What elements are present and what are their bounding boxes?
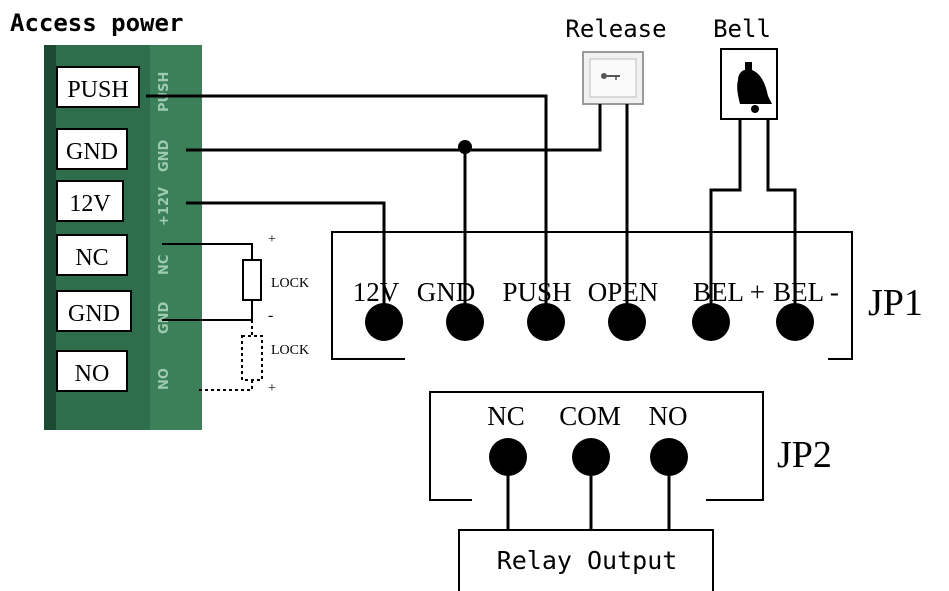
terminal-label: GND [68, 301, 120, 327]
silk-label: +12V [157, 187, 172, 226]
terminal-nc: NC [56, 234, 128, 276]
jp1-pin-label: OPEN [588, 277, 659, 307]
lock-plus: + [268, 232, 276, 247]
terminal-labels: PUSH GND 12V NC GND NO [56, 66, 140, 392]
jp1-connector: 12V GND PUSH OPEN BEL + BEL - JP1 [331, 231, 923, 360]
jp1-pin [776, 303, 814, 341]
terminal-label: NO [75, 361, 110, 387]
terminal-12v: 12V [56, 180, 124, 222]
relay-output: Relay Output [458, 529, 714, 591]
jp2-pin [650, 438, 688, 476]
terminal-no: NO [56, 350, 128, 392]
release-label: Release [565, 15, 666, 43]
silk-label: GND [157, 301, 172, 334]
jp1-pin [608, 303, 646, 341]
jp1-pin-label: BEL - [773, 277, 839, 307]
bell-icon [737, 62, 772, 113]
jp2-pin [489, 438, 527, 476]
silk-label: NO [157, 368, 172, 390]
lock-label-bottom: LOCK [271, 343, 309, 358]
jp1-pin-label: PUSH [502, 277, 571, 307]
jp1-pin-labels: 12V GND PUSH OPEN BEL + BEL - [353, 277, 839, 307]
silk-label: NC [157, 255, 172, 275]
lock-wiring: LOCK LOCK + - + [162, 232, 309, 396]
access-power-panel: PUSH GND 12V NC GND NO [44, 45, 202, 430]
jp2-pin-label: NC [487, 401, 525, 431]
jp1-pin-label: GND [417, 277, 476, 307]
jp2-pin-label: COM [559, 401, 621, 431]
jp1-pin-label: 12V [353, 277, 400, 307]
relay-label: Relay Output [497, 546, 678, 575]
lock-optional-symbol [241, 335, 263, 381]
terminal-label: PUSH [67, 77, 128, 103]
terminal-gnd-2: GND [56, 290, 132, 332]
lock-label-top: LOCK [271, 276, 309, 291]
terminal-push: PUSH [56, 66, 140, 108]
jp1-pin-label: BEL + [693, 277, 765, 307]
terminal-label: NC [75, 245, 108, 271]
jp1-pin [365, 303, 403, 341]
jp1-label: JP1 [868, 282, 923, 324]
jp2-label: JP2 [777, 434, 832, 476]
terminal-label: 12V [69, 191, 111, 217]
silk-label: PUSH [157, 72, 172, 112]
jp2-pin [572, 438, 610, 476]
lock-plus-2: + [268, 381, 276, 396]
jp1-pin [446, 303, 484, 341]
jp2-pins [489, 438, 688, 476]
jp2-pin-label: NO [649, 401, 688, 431]
terminal-label: GND [66, 139, 118, 165]
bell-device: Bell [713, 15, 778, 120]
wires [146, 94, 797, 305]
jp1-pin [692, 303, 730, 341]
title: Access power [10, 9, 183, 37]
lock-minus: - [268, 307, 273, 324]
jp1-pin [527, 303, 565, 341]
release-device: Release [565, 15, 667, 105]
silk-label: GND [157, 139, 172, 172]
silkscreen-labels: PUSH GND +12V NC GND NO [157, 72, 172, 390]
key-icon [601, 73, 620, 80]
bell-label: Bell [713, 15, 771, 43]
jp2-connector: NC COM NO JP2 [429, 391, 832, 530]
lock-symbol [242, 259, 262, 301]
jp1-pins [365, 303, 814, 341]
terminal-gnd-1: GND [56, 128, 128, 170]
jp2-pin-labels: NC COM NO [487, 401, 687, 431]
